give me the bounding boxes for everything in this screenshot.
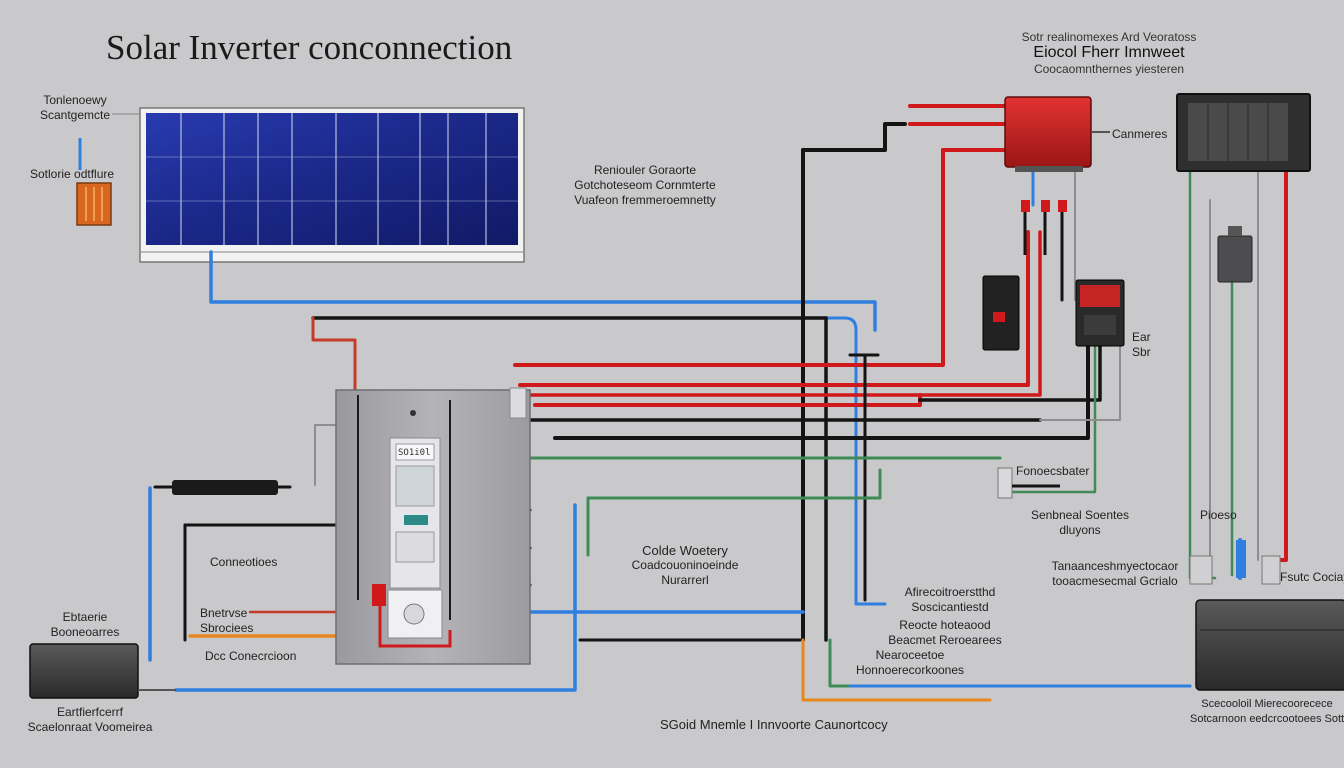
dc-label: Dcc Conecrcioon (205, 649, 297, 663)
cable-sleeve (172, 480, 278, 495)
battery2-label-line1: Bnetrvse (200, 606, 248, 620)
fuse-row3: Nearoceetoe Honnoerecorkoones (850, 648, 970, 678)
header-right: Sotr realinomexes Ard Veoratoss Eiocol F… (1004, 30, 1214, 76)
inverter-icon (335, 387, 531, 665)
fuse-row2-line2: Beacmet Reroearees (888, 633, 1002, 647)
center-note-line3: Nurarrerl (661, 573, 709, 587)
battery2-label-line2: Sbrociees (200, 621, 254, 635)
fuse-row1-line2: Soscicantiestd (911, 600, 989, 614)
connector-icon (1189, 540, 1281, 585)
battery-label-line1: Ebtaerie (62, 610, 108, 624)
panel-note-line1: Reniouler Goraorte (593, 163, 697, 177)
battery-label-line2: Booneoarres (50, 625, 120, 639)
right-label2-line2: tooacmesecmal Gcrialo (1052, 574, 1178, 588)
bottom-right-label-line2: Sotcarnoon eedcrcootoees Sottkl (1190, 713, 1344, 725)
center-note-line1: Colde Woetery (642, 543, 728, 558)
small-battery-label-line2: Scaelonraat Voomeirea (27, 720, 153, 734)
battery2-label: Bnetrvse Sbrociees (200, 606, 253, 636)
solar-panel-icon (139, 107, 525, 263)
header-right-line1: Sotr realinomexes Ard Veoratoss (1021, 30, 1197, 44)
panel-label-line2: Scantgemcte (39, 108, 111, 122)
right-label2: Tanaanceshmyectocaor tooacmesecmal Gcria… (1045, 559, 1185, 589)
right-label1: Pioeso (1200, 508, 1237, 522)
small-battery-label-line1: Eartfierfcerrf (56, 705, 123, 719)
page-title: Solar Inverter conconnection (106, 28, 513, 67)
switches-label: Senbneal Soentes dluyons (1020, 508, 1140, 538)
panel-note-line2: Gotchoteseom Cornmterte (574, 178, 716, 192)
fuse-icon (76, 113, 140, 226)
breaker-icon (997, 467, 1060, 499)
bottom-right-label: Scecooloil Mierecoorecece Sotcarnoon eed… (1190, 697, 1344, 727)
junction-box-icon (1217, 226, 1253, 283)
header-right-line3: Coocaomnthernes yiesteren (1033, 62, 1185, 76)
right-label2-line1: Tanaanceshmyectocaor (1051, 559, 1179, 573)
fuse-row1-line1: Afirecoitroerstthd (904, 585, 996, 599)
meter-label-line1: Ear (1132, 330, 1151, 344)
inverter-display: SO1i0l (398, 448, 431, 458)
center-note: Colde Woetery Coadcouoninoeinde Nurarrer… (625, 543, 745, 588)
switches-label-line2: dluyons (1059, 523, 1101, 537)
center-note-line2: Coadcouoninoeinde (631, 558, 739, 572)
fuse-row1: Afirecoitroerstthd Soscicantiestd (890, 585, 1010, 615)
fuse-row2: Reocte hoteaood Beacmet Reroearees (885, 618, 1005, 648)
converter-icon (1004, 96, 1110, 255)
battery-large-icon (1195, 599, 1344, 691)
monitor-icon (1176, 93, 1311, 172)
panel-note: Reniouler Goraorte Gotchoteseom Cornmter… (560, 163, 730, 208)
panel-label: Tonlenoewy Scantgemcte (30, 93, 120, 123)
fuse-label: Sotlorie odtflure (30, 167, 115, 181)
fuse-row3-line1: Nearoceetoe (875, 648, 945, 662)
battery-label: Ebtaerie Booneoarres (40, 610, 130, 640)
panel-note-line3: Vuafeon fremmeroemnetty (574, 193, 716, 207)
switch-box-icon (982, 275, 1020, 351)
switches-label-line1: Senbneal Soentes (1030, 508, 1130, 522)
fuse-row3-line2: Honnoerecorkoones (855, 663, 965, 677)
meter-label-line2: Sbr (1132, 345, 1151, 359)
meter-label: Ear Sbr (1132, 330, 1151, 360)
meter-icon (1075, 279, 1125, 347)
small-battery-label: Eartfierfcerrf Scaelonraat Voomeirea (25, 705, 155, 735)
panel-label-line1: Tonlenoewy (43, 93, 107, 107)
breaker-label: Fonoecsbater (1016, 464, 1090, 478)
right-label3: Fsutc Cociays (1280, 570, 1344, 584)
converter-label: Canmeres (1112, 127, 1168, 141)
bottom-label: SGoid Mnemle I Innvoorte Caunortcocy (660, 717, 888, 732)
battery-icon (29, 643, 176, 699)
fuse-row2-line1: Reocte hoteaood (899, 618, 991, 632)
header-right-line2: Eiocol Fherr Imnweet (1033, 44, 1185, 61)
bottom-right-label-line1: Scecooloil Mierecoorecece (1201, 698, 1333, 710)
connector-label: Conneotioes (210, 555, 278, 569)
